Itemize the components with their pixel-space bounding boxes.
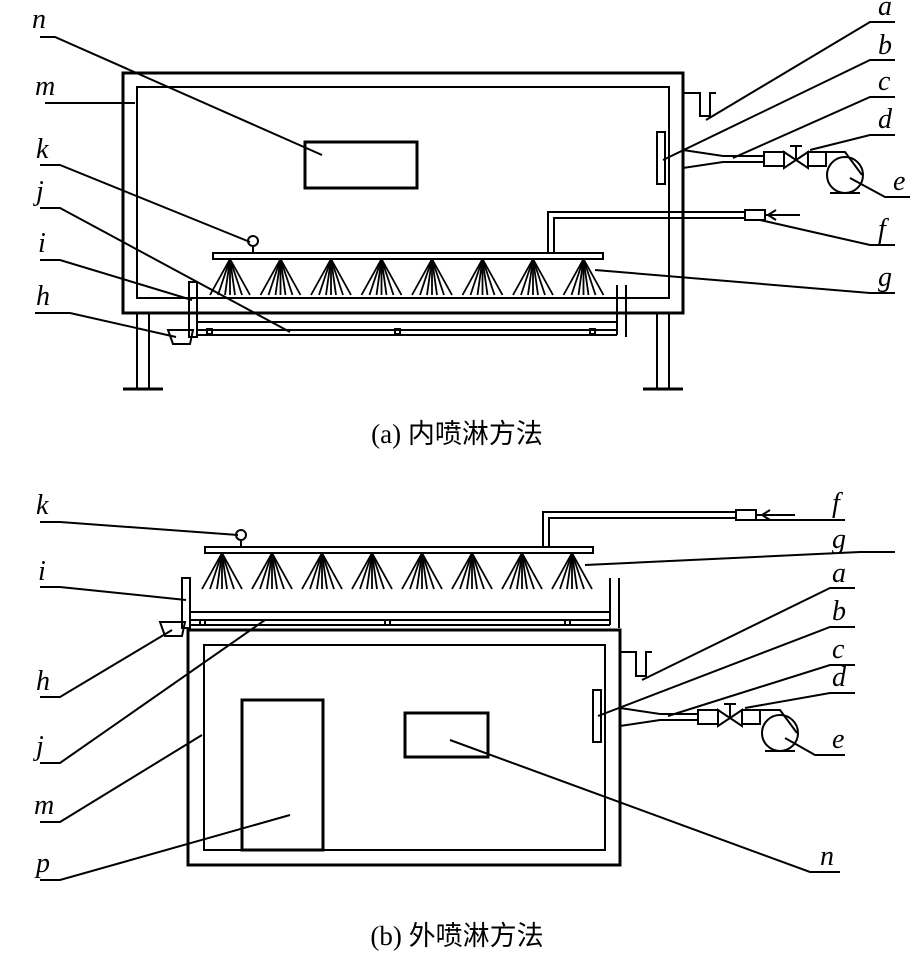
label-e: e [893, 166, 905, 197]
vent-pipe [620, 651, 652, 677]
label-d: d [878, 104, 893, 135]
leader-a-a [705, 21, 895, 121]
inlet-fitting [735, 509, 757, 521]
label-n: n [820, 841, 834, 872]
label-g: g [878, 262, 892, 293]
label-b: b [878, 30, 892, 61]
fan-blower-icon [826, 156, 864, 194]
drain-trough [189, 611, 611, 621]
leader-k-a [40, 164, 251, 243]
figure-a-internal-spray: n m k j i h a b c d e f g (a) 内喷淋方法 [32, 0, 910, 449]
nozzle [360, 258, 403, 296]
label-f: f [878, 214, 889, 245]
water-inlet-pipe [547, 211, 745, 253]
spray-bar [212, 252, 604, 260]
drain-trough [196, 321, 618, 331]
nozzle [201, 552, 243, 590]
nozzle [461, 258, 504, 296]
label-i: i [38, 228, 46, 259]
observation-window [403, 711, 490, 759]
nozzle [551, 552, 593, 590]
right-leg [656, 312, 670, 390]
valve-icon [717, 708, 732, 728]
label-d: d [832, 662, 847, 693]
flange [656, 131, 666, 185]
gutter [166, 329, 195, 345]
leader-f-a [759, 219, 895, 246]
nozzle [259, 258, 302, 296]
label-c: c [832, 634, 845, 665]
leader-h-a [35, 312, 177, 338]
spray-bar [204, 546, 594, 554]
leader-e-a [849, 177, 910, 198]
nozzle [512, 258, 554, 296]
label-m: m [35, 71, 55, 102]
nozzle [310, 258, 352, 296]
nozzle [562, 258, 605, 296]
leader-n-a [40, 36, 323, 156]
inlet-fitting [744, 209, 766, 221]
baffle-plate [188, 281, 198, 338]
chamber-outer-wall [186, 628, 622, 867]
air-duct [682, 148, 765, 170]
valve-icon [783, 150, 798, 170]
caption-b: (b) 外喷淋方法 [370, 921, 543, 951]
label-p: p [34, 848, 50, 879]
nozzle [301, 552, 343, 590]
nozzle [251, 552, 293, 590]
chamber-outer-wall [121, 71, 685, 315]
leader-d-a [809, 134, 895, 151]
label-e: e [832, 724, 844, 755]
label-k: k [36, 490, 49, 521]
chamber-door [240, 698, 325, 852]
label-g: g [832, 524, 846, 555]
label-a: a [878, 0, 892, 22]
label-c: c [878, 66, 891, 97]
leader-b-a [662, 59, 895, 161]
nozzle [401, 552, 443, 590]
inlet-arrow-icon [760, 509, 771, 521]
label-j: j [33, 731, 44, 762]
spray-nozzles [201, 552, 593, 590]
baffle-plate [181, 577, 191, 629]
spray-nozzles [209, 258, 605, 296]
observation-window [303, 140, 419, 190]
label-m: m [34, 790, 54, 821]
label-b: b [832, 596, 846, 627]
label-j: j [33, 176, 44, 207]
label-n: n [32, 4, 46, 35]
label-h: h [36, 281, 50, 312]
leader-g-a [594, 269, 895, 294]
caption-a: (a) 内喷淋方法 [371, 419, 543, 449]
label-k: k [36, 134, 49, 165]
nozzle [209, 258, 251, 296]
nozzle [501, 552, 543, 590]
chamber-inner-wall [203, 644, 606, 851]
nozzle [351, 552, 393, 590]
inlet-arrow-icon [766, 209, 777, 221]
leader-c-a [732, 96, 895, 159]
label-f: f [832, 488, 843, 519]
chamber-inner-wall [136, 86, 670, 299]
nozzle [411, 258, 453, 296]
nozzle [451, 552, 493, 590]
gutter [158, 621, 187, 637]
figure-b-external-spray: k i h j m p n f g a b c d e (b) 外喷淋方法 [33, 488, 895, 951]
leader-i-a [40, 259, 193, 301]
water-inlet-pipe [542, 511, 736, 547]
left-leg [136, 312, 150, 390]
label-a: a [832, 558, 846, 589]
flange [592, 689, 602, 743]
label-i: i [38, 556, 46, 587]
label-h: h [36, 666, 50, 697]
leader-j-a [40, 207, 291, 333]
fan-blower-icon [761, 714, 799, 752]
vent-pipe [683, 92, 716, 117]
